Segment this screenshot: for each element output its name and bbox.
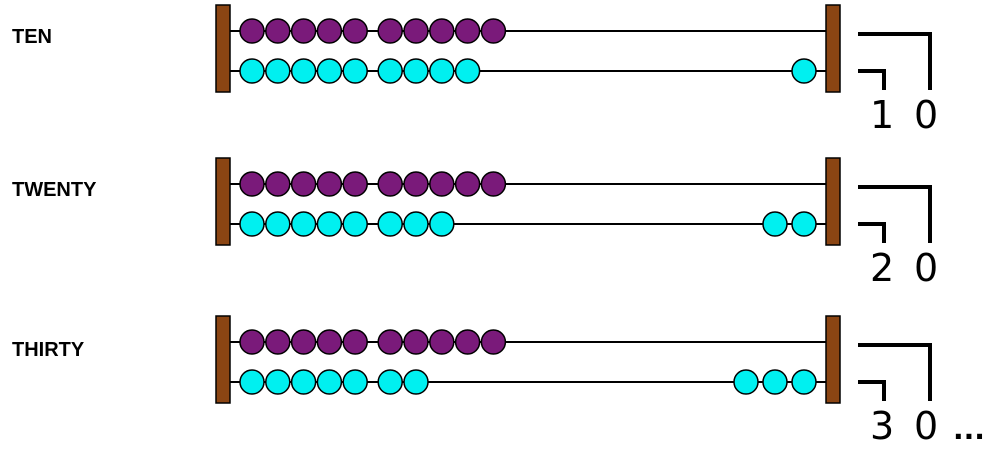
tens-bead [265, 171, 291, 197]
ones-bead [403, 369, 429, 395]
ones-bead [265, 58, 291, 84]
ones-bead [239, 369, 265, 395]
tens-bead [403, 329, 429, 355]
tens-digit: 3 [870, 404, 894, 448]
ones-bead [290, 369, 317, 395]
ones-bead [290, 58, 317, 84]
tens-bead [316, 171, 343, 197]
tens-bead [480, 171, 507, 197]
tens-bead [377, 329, 403, 355]
ones-place-bracket [858, 69, 886, 90]
tens-bead [454, 18, 481, 44]
frame-left-post [215, 315, 231, 404]
ones-bead-counted [791, 58, 817, 84]
tens-bead [342, 171, 368, 197]
ones-bead-counted [791, 369, 817, 395]
frame-right-post [825, 157, 841, 246]
tens-bead [480, 18, 507, 44]
ones-bead [403, 58, 429, 84]
tens-place-bracket [858, 185, 932, 243]
ones-bead [342, 369, 368, 395]
ones-place-bracket [858, 222, 886, 243]
tens-bead [316, 18, 343, 44]
tens-digit: 1 [870, 93, 894, 137]
ones-place-bracket [858, 380, 886, 401]
tens-bead [377, 18, 403, 44]
tens-bead [429, 18, 455, 44]
tens-place-bracket [858, 32, 932, 90]
ones-bead [377, 211, 403, 237]
tens-bead [429, 171, 455, 197]
tens-bead [239, 329, 265, 355]
ones-bead [429, 211, 455, 237]
ones-digit: 0 [914, 404, 938, 448]
tens-bead [239, 171, 265, 197]
tens-bead [454, 171, 481, 197]
tens-bead [265, 18, 291, 44]
tens-bead [403, 171, 429, 197]
tens-bead [316, 329, 343, 355]
tens-bead [377, 171, 403, 197]
ones-bead [239, 58, 265, 84]
tens-bead [342, 18, 368, 44]
number-word-label: TEN [12, 26, 52, 48]
ones-bead [403, 211, 429, 237]
frame-right-post [825, 315, 841, 404]
tens-bead [429, 329, 455, 355]
ones-bead [316, 211, 343, 237]
tens-bead [265, 329, 291, 355]
frame-left-post [215, 157, 231, 246]
ones-bead [342, 58, 368, 84]
ones-bead [377, 369, 403, 395]
ones-bead-counted [791, 211, 817, 237]
tens-bead [342, 329, 368, 355]
tens-bead [239, 18, 265, 44]
ones-digit: 0 [914, 93, 938, 137]
tens-bead [290, 171, 317, 197]
tens-bead [290, 329, 317, 355]
ones-bead [316, 58, 343, 84]
frame-right-post [825, 4, 841, 93]
ones-bead [377, 58, 403, 84]
ones-bead [454, 58, 481, 84]
ones-bead [290, 211, 317, 237]
tens-bead [454, 329, 481, 355]
ones-bead-counted [762, 211, 788, 237]
ones-bead [239, 211, 265, 237]
continuation-ellipsis: ... [953, 413, 985, 446]
ones-bead [316, 369, 343, 395]
ones-bead [265, 211, 291, 237]
tens-digit: 2 [870, 246, 894, 290]
ones-bead-counted [733, 369, 759, 395]
tens-bead [403, 18, 429, 44]
tens-place-bracket [858, 343, 932, 401]
tens-bead [480, 329, 507, 355]
ones-digit: 0 [914, 246, 938, 290]
ones-bead [342, 211, 368, 237]
tens-bead [290, 18, 317, 44]
ones-bead [429, 58, 455, 84]
frame-left-post [215, 4, 231, 93]
ones-bead-counted [762, 369, 788, 395]
number-word-label: THIRTY [12, 339, 85, 361]
number-word-label: TWENTY [12, 179, 97, 201]
ones-bead [265, 369, 291, 395]
